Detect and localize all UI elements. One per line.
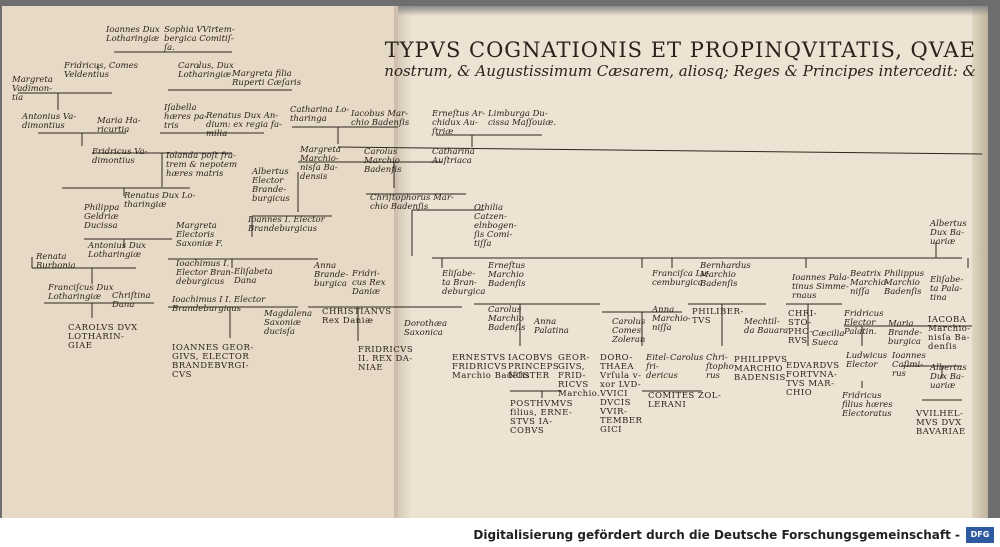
tree-node: Eliſabe- ta Pala- tina [930,275,964,303]
page-edge [972,6,988,518]
tree-node: Cæcilia Sueca [812,329,845,348]
tree-node: Iſabella hæres pa- tris [164,103,208,131]
tree-node: Antonius Dux Lotharingiæ [88,241,146,260]
tree-node: Carolus [670,353,704,363]
tree-node: ERNESTVS FRIDRICVS Marchio Badẽſis [452,353,531,381]
tree-node: CHRI- STO- PHO- RVS [788,309,818,346]
tree-node: Margreta Marchio- nisſa Ba- densis [300,145,341,182]
tree-node: Eitel- fri- dericus [646,353,678,381]
tree-node: CAROLVS DVX LOTHARIN- GIAE [68,323,138,351]
tree-node: DORO- THAEA Vrſula v- xor LVD- VVICI DVC… [600,353,643,435]
leaf-fold-shadow [394,6,412,518]
tree-node: Fridricus Elector Palatin. [844,309,884,337]
tree-node: FRIDRICVS II. REX DA- NIAE [358,345,414,373]
tree-node: Mechtil- da Bauara [744,317,789,336]
tree-node: Renata Burbonia [36,252,76,271]
document-title: TYPVS COGNATIONIS ET PROPINQVITATIS, QVA… [336,38,976,80]
tree-node: Fridricus, Comes Veldentius [64,61,138,80]
tree-node: Margreta Vadimon- tia [12,75,53,103]
tree-node: PHILIPPVS MARCHIO BADENSIS [734,355,788,383]
tree-node: Carolus, Dux Lotharingiæ [178,61,234,80]
tree-node: COMITES ZOL- LERANI [648,391,722,410]
tree-node: Erneſtus Marchio Badenſis [488,261,526,289]
tree-node: Anna Brande- burgica [314,261,349,289]
tree-node: Renatus Dux Lo- tharingiæ [124,191,196,210]
tree-node: Iolanda poſt fra- trem & nepotem hæres m… [166,151,238,179]
tree-node: Chri- ſtopho rus [706,353,734,381]
tree-node: Albertus Dux Ba- uariæ [930,363,967,391]
tree-node: EDVARDVS FORTVNA- TVS MAR- CHIO [786,361,840,398]
tree-node: Chriſtina Dana [112,291,151,310]
page-top-shadow [398,6,988,16]
tree-node: Eliſabe- ta Bran- deburgica [442,269,486,297]
tree-node: CHRISTIANVS Rex Daniæ [322,307,392,326]
tree-node: Catharina Lo- tharinga [290,105,350,124]
tree-node: Sophia VVirtem- bergica Comitiſ- ſa. [164,25,235,53]
tree-node: PHILIBER- TVS [692,307,744,326]
tree-node: Fridri- cus Rex Daniæ [352,269,386,297]
tree-node: Limburga Du- cissa Maſſouiæ. [488,109,557,128]
tree-node: Ioannes Pala- tinus Simme- rnaus [792,273,850,301]
left-folded-leaf [2,6,398,518]
tree-node: IACOBA Marchio- nisſa Ba- denſis [928,315,971,352]
tree-node: Chriſtophorus Mar- chio Badenſis [370,193,454,212]
tree-node: Ioachimus I I. Elector Brandeburgicus [172,295,266,314]
tree-node: Beatrix Marchio- niſſa [850,269,889,297]
tree-node: Maria Ha- ricurtia [97,116,141,135]
tree-node: Eliſabeta Dana [234,267,273,286]
tree-node: Antonius Va- dimontius [22,112,77,131]
tree-node: Ioannes Dux Lotharingiæ [106,25,160,44]
tree-node: Albertus Elector Brande- burgicus [252,167,290,204]
tree-node: Othilia Catzen- elnbogen- ſis Comi- tiſſ… [474,203,517,249]
tree-node: Renatus Dux An- dium: ex regia fa- milia [206,111,282,139]
tree-node: Franciſca Lu- cemburgica [652,269,710,288]
tree-node: Catharina Auſtriaca [432,147,475,166]
tree-node: Anna Marchio- niſſa [652,305,691,333]
tree-node: IACOBVS PRINCEPS NOSTER [508,353,560,381]
tree-node: Philippa Geldriæ Ducissa [84,203,120,231]
tree-node: Albertus Dux Ba- uariæ [930,219,967,247]
tree-node: Philippus Marchio Badenſis [884,269,925,297]
title-line-2: nostrum, & Augustissimum Cæsarem, aliosq… [384,62,976,80]
dfg-logo-icon[interactable]: DFG [966,527,994,543]
tree-node: Bernhardus Marchio Badenſis [700,261,751,289]
tree-node: Carolus Marchio Badenſis [364,147,402,175]
tree-node: Carolus Comes Zoleran [612,317,646,345]
tree-node: GEOR- GIVS, FRID- RICVS Marchio. [558,353,601,399]
genealogy-connector-lines [18,51,983,401]
funding-credit: Digitalisierung gefördert durch die Deut… [473,528,960,542]
footer-bar: Digitalisierung gefördert durch die Deut… [0,518,1000,547]
scanned-page: TYPVS COGNATIONIS ET PROPINQVITATIS, QVA… [2,6,988,518]
tree-node: Dorothæa Saxonica [404,319,448,338]
tree-node: Anna Palatina [534,317,569,336]
tree-node: VVILHEL- MVS DVX BAVARIAE [916,409,966,437]
tree-node: Franciſcus Dux Lotharingiæ [48,283,114,302]
tree-node: Ioachimus I. Elector Bran- deburgicus [176,259,234,287]
tree-node: Ludwicus Elector [846,351,888,370]
tree-node: Ioannes I. Elector Brandeburgicus [248,215,325,234]
tree-node: Margreta Electoris Saxoniæ F. [176,221,223,249]
tree-node: Iacobus Mar- chio Badenſis [351,109,410,128]
title-line-1: TYPVS COGNATIONIS ET PROPINQVITATIS, QVA… [384,38,976,62]
tree-node: Maria Brande- burgica [888,319,923,347]
tree-node: Carolus Marchio Badenſis [488,305,526,333]
tree-node: Margreta filia Ruperti Cæſaris [232,69,302,88]
tree-node: Erneſtus Ar- chidux Au- ſtriæ [432,109,485,137]
tree-node: Magdalena Saxoniæ ducisſa [264,309,313,337]
tree-node: Ioannes Caſimi- rus [892,351,926,379]
tree-node: POSTHVMVS filius, ERNE- STVS IA- COBVS [510,399,573,436]
tree-node: Fridricus filius hæres Electoratus [842,391,893,419]
tree-node: IOANNES GEOR- GIVS, ELECTOR BRANDEBVRGI-… [172,343,254,380]
tree-node: Fridricus Va- dimontius [92,147,148,166]
